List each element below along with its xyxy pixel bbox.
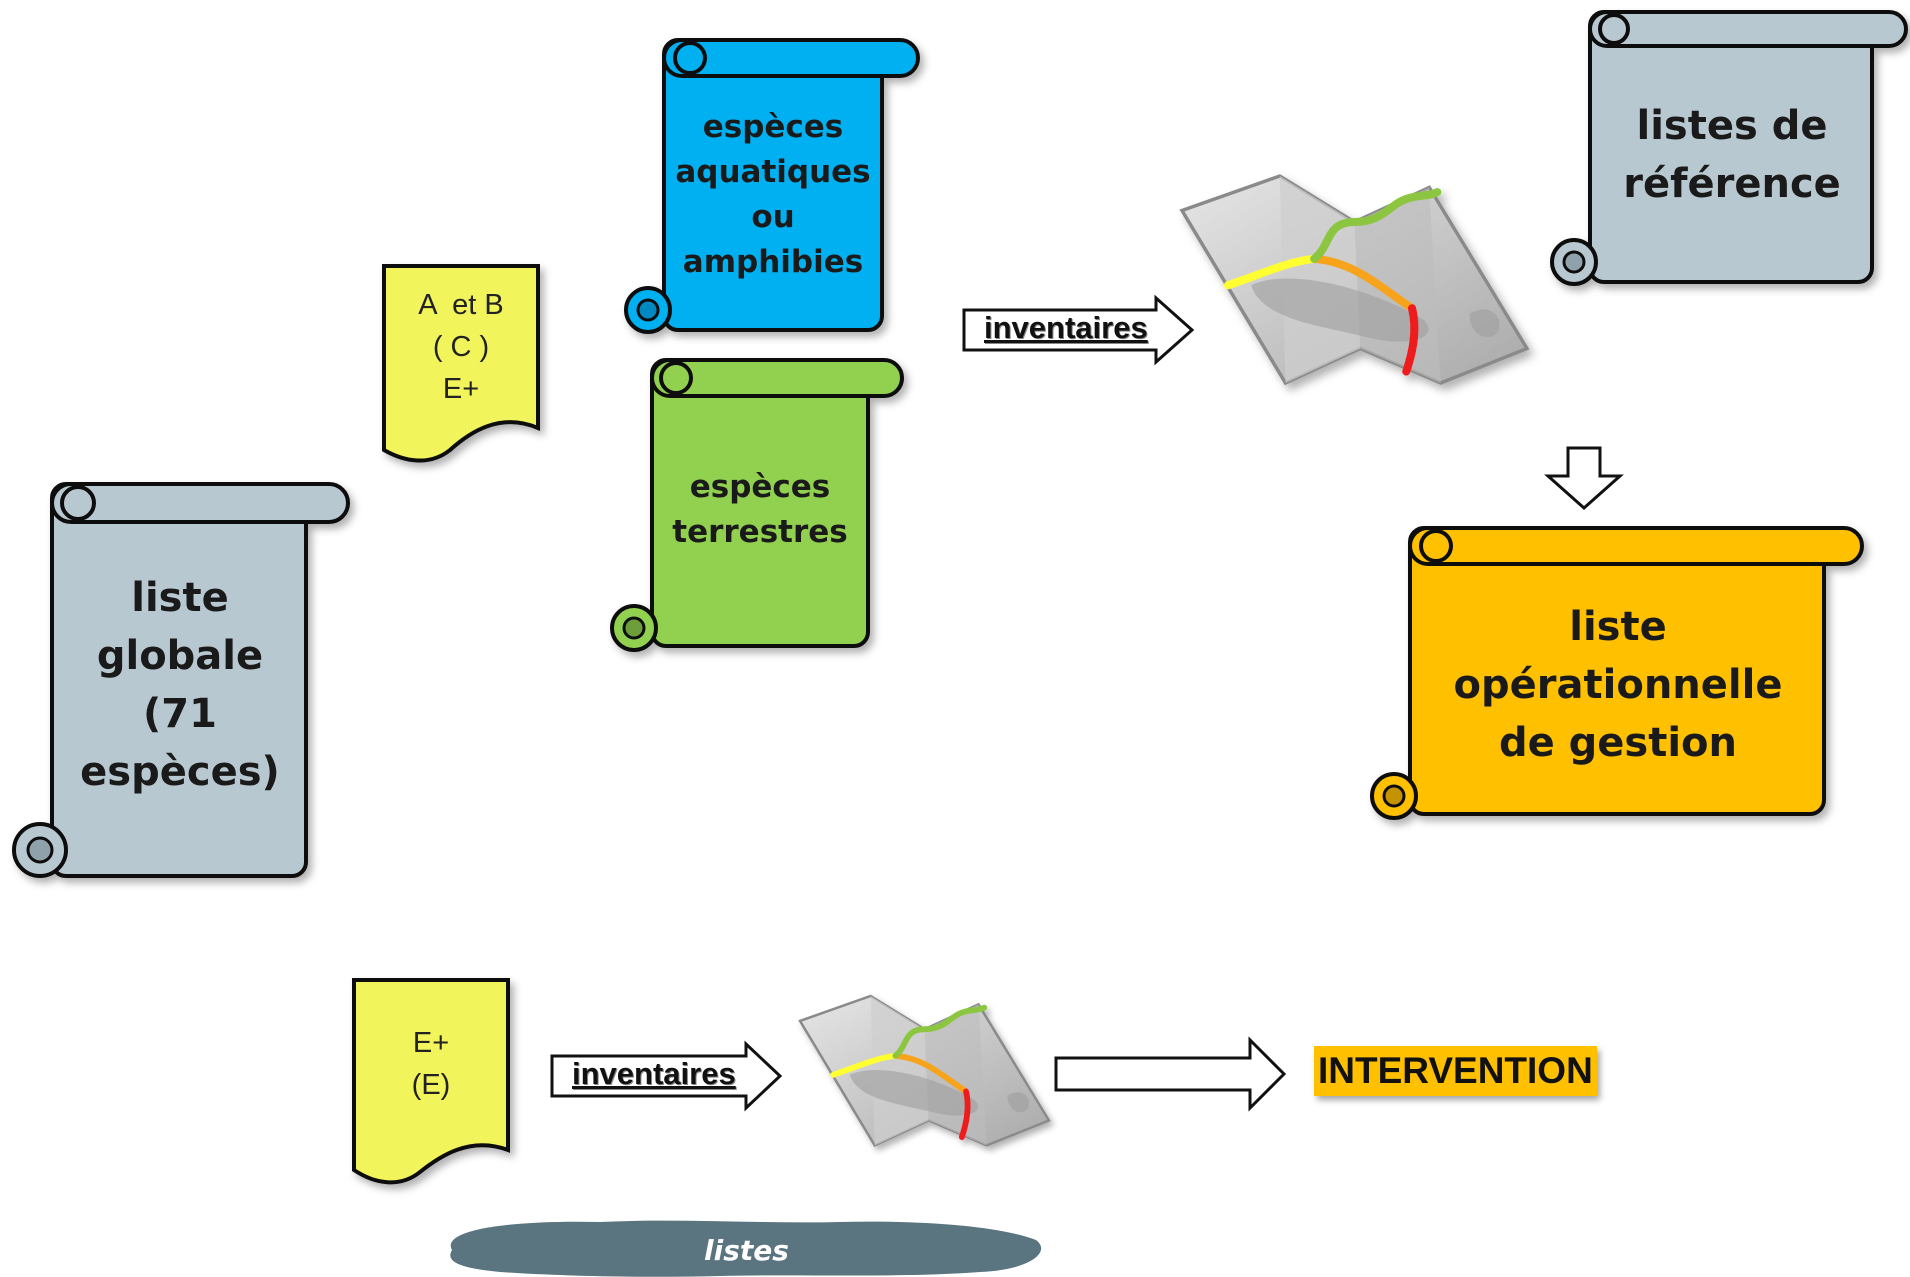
scroll-aquatic-text: espèces aquatiques ou amphibies [668, 100, 878, 290]
scroll-aquatic-line: ou [751, 199, 795, 235]
arrow-inventaires-bottom [550, 1040, 783, 1112]
arrow-down [1544, 446, 1624, 511]
scroll-operational-line: de gestion [1498, 720, 1738, 766]
scroll-terrestrial-line: espèces [689, 469, 831, 506]
document-abc-line: ( C ) [432, 330, 490, 363]
scroll-operational-text: liste opérationnelle de gestion [1414, 590, 1822, 780]
scroll-global-text: liste globale (71 espèces) [62, 560, 298, 810]
cloud-listes [450, 1220, 1042, 1277]
intervention-label: INTERVENTION [1314, 1046, 1597, 1096]
cloud-listes-label: listes [704, 1234, 789, 1267]
scroll-aquatic-line: amphibies [682, 243, 864, 280]
scroll-terrestrial [610, 358, 904, 652]
scroll-global-line: globale [96, 633, 264, 679]
scroll-aquatic-line: espèces [702, 109, 844, 146]
scroll-reference-line: listes de [1636, 103, 1828, 149]
scroll-global-line: (71 [143, 691, 217, 737]
document-abc-text: A et B ( C ) E+ [384, 282, 538, 412]
scroll-operational-line: liste [1569, 604, 1667, 650]
arrow-inventaires-bottom-label: inventaires [572, 1056, 736, 1091]
scroll-reference-text: listes de référence [1594, 90, 1870, 220]
document-e-text: E+ (E) [354, 1016, 508, 1112]
map-icon [800, 996, 1049, 1145]
scroll-operational-line: opérationnelle [1453, 662, 1783, 708]
arrow-inventaires-top-label: inventaires [984, 310, 1148, 345]
scroll-global [12, 482, 350, 878]
document-abc-line: A et B [418, 288, 504, 321]
scroll-operational [1370, 526, 1864, 820]
scroll-global-line: espèces) [80, 749, 280, 795]
scroll-terrestrial-text: espèces terrestres [656, 460, 864, 560]
map-icon [1182, 176, 1527, 383]
scroll-terrestrial-line: terrestres [672, 514, 848, 550]
document-abc [382, 264, 540, 463]
document-e [352, 978, 510, 1185]
scroll-reference-line: référence [1623, 161, 1841, 207]
document-abc-line: E+ [442, 373, 480, 406]
arrow-inventaires-top [962, 294, 1195, 366]
document-e-line: E+ [412, 1026, 450, 1059]
scroll-reference [1550, 10, 1908, 286]
scroll-global-line: liste [131, 575, 229, 621]
scroll-aquatic-line: aquatiques [675, 154, 871, 191]
scroll-aquatic [624, 38, 920, 334]
arrow-intervention [1054, 1036, 1287, 1112]
document-e-line: (E) [411, 1069, 451, 1101]
